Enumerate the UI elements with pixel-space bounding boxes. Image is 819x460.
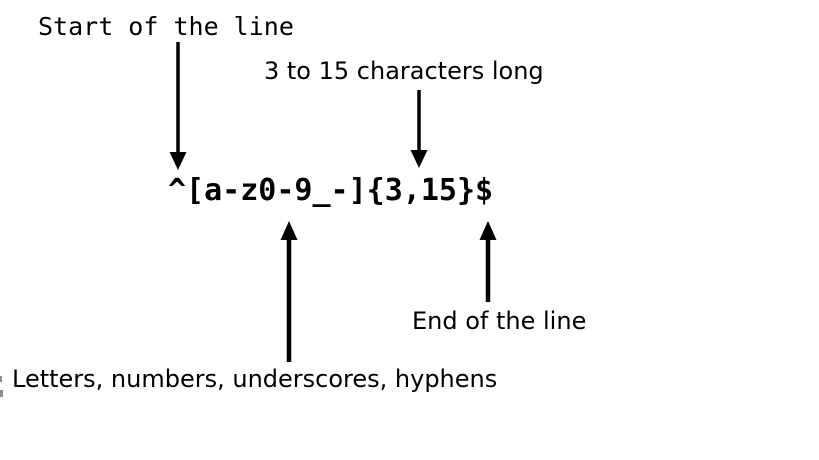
label-end-of-line: End of the line bbox=[412, 307, 587, 335]
label-start-of-line: Start of the line bbox=[38, 12, 294, 41]
arrow-end-of-line-icon bbox=[479, 221, 497, 302]
arrow-start-of-line-icon bbox=[169, 42, 187, 170]
left-edge-artifact bbox=[0, 376, 2, 382]
arrow-length-icon bbox=[410, 90, 428, 168]
left-edge-artifact bbox=[0, 390, 3, 397]
label-character-set: Letters, numbers, underscores, hyphens bbox=[12, 365, 498, 393]
arrow-character-set-icon bbox=[280, 221, 298, 362]
label-length: 3 to 15 characters long bbox=[264, 57, 544, 85]
regex-pattern: ^[a-z0-9_-]{3,15}$ bbox=[168, 173, 494, 208]
